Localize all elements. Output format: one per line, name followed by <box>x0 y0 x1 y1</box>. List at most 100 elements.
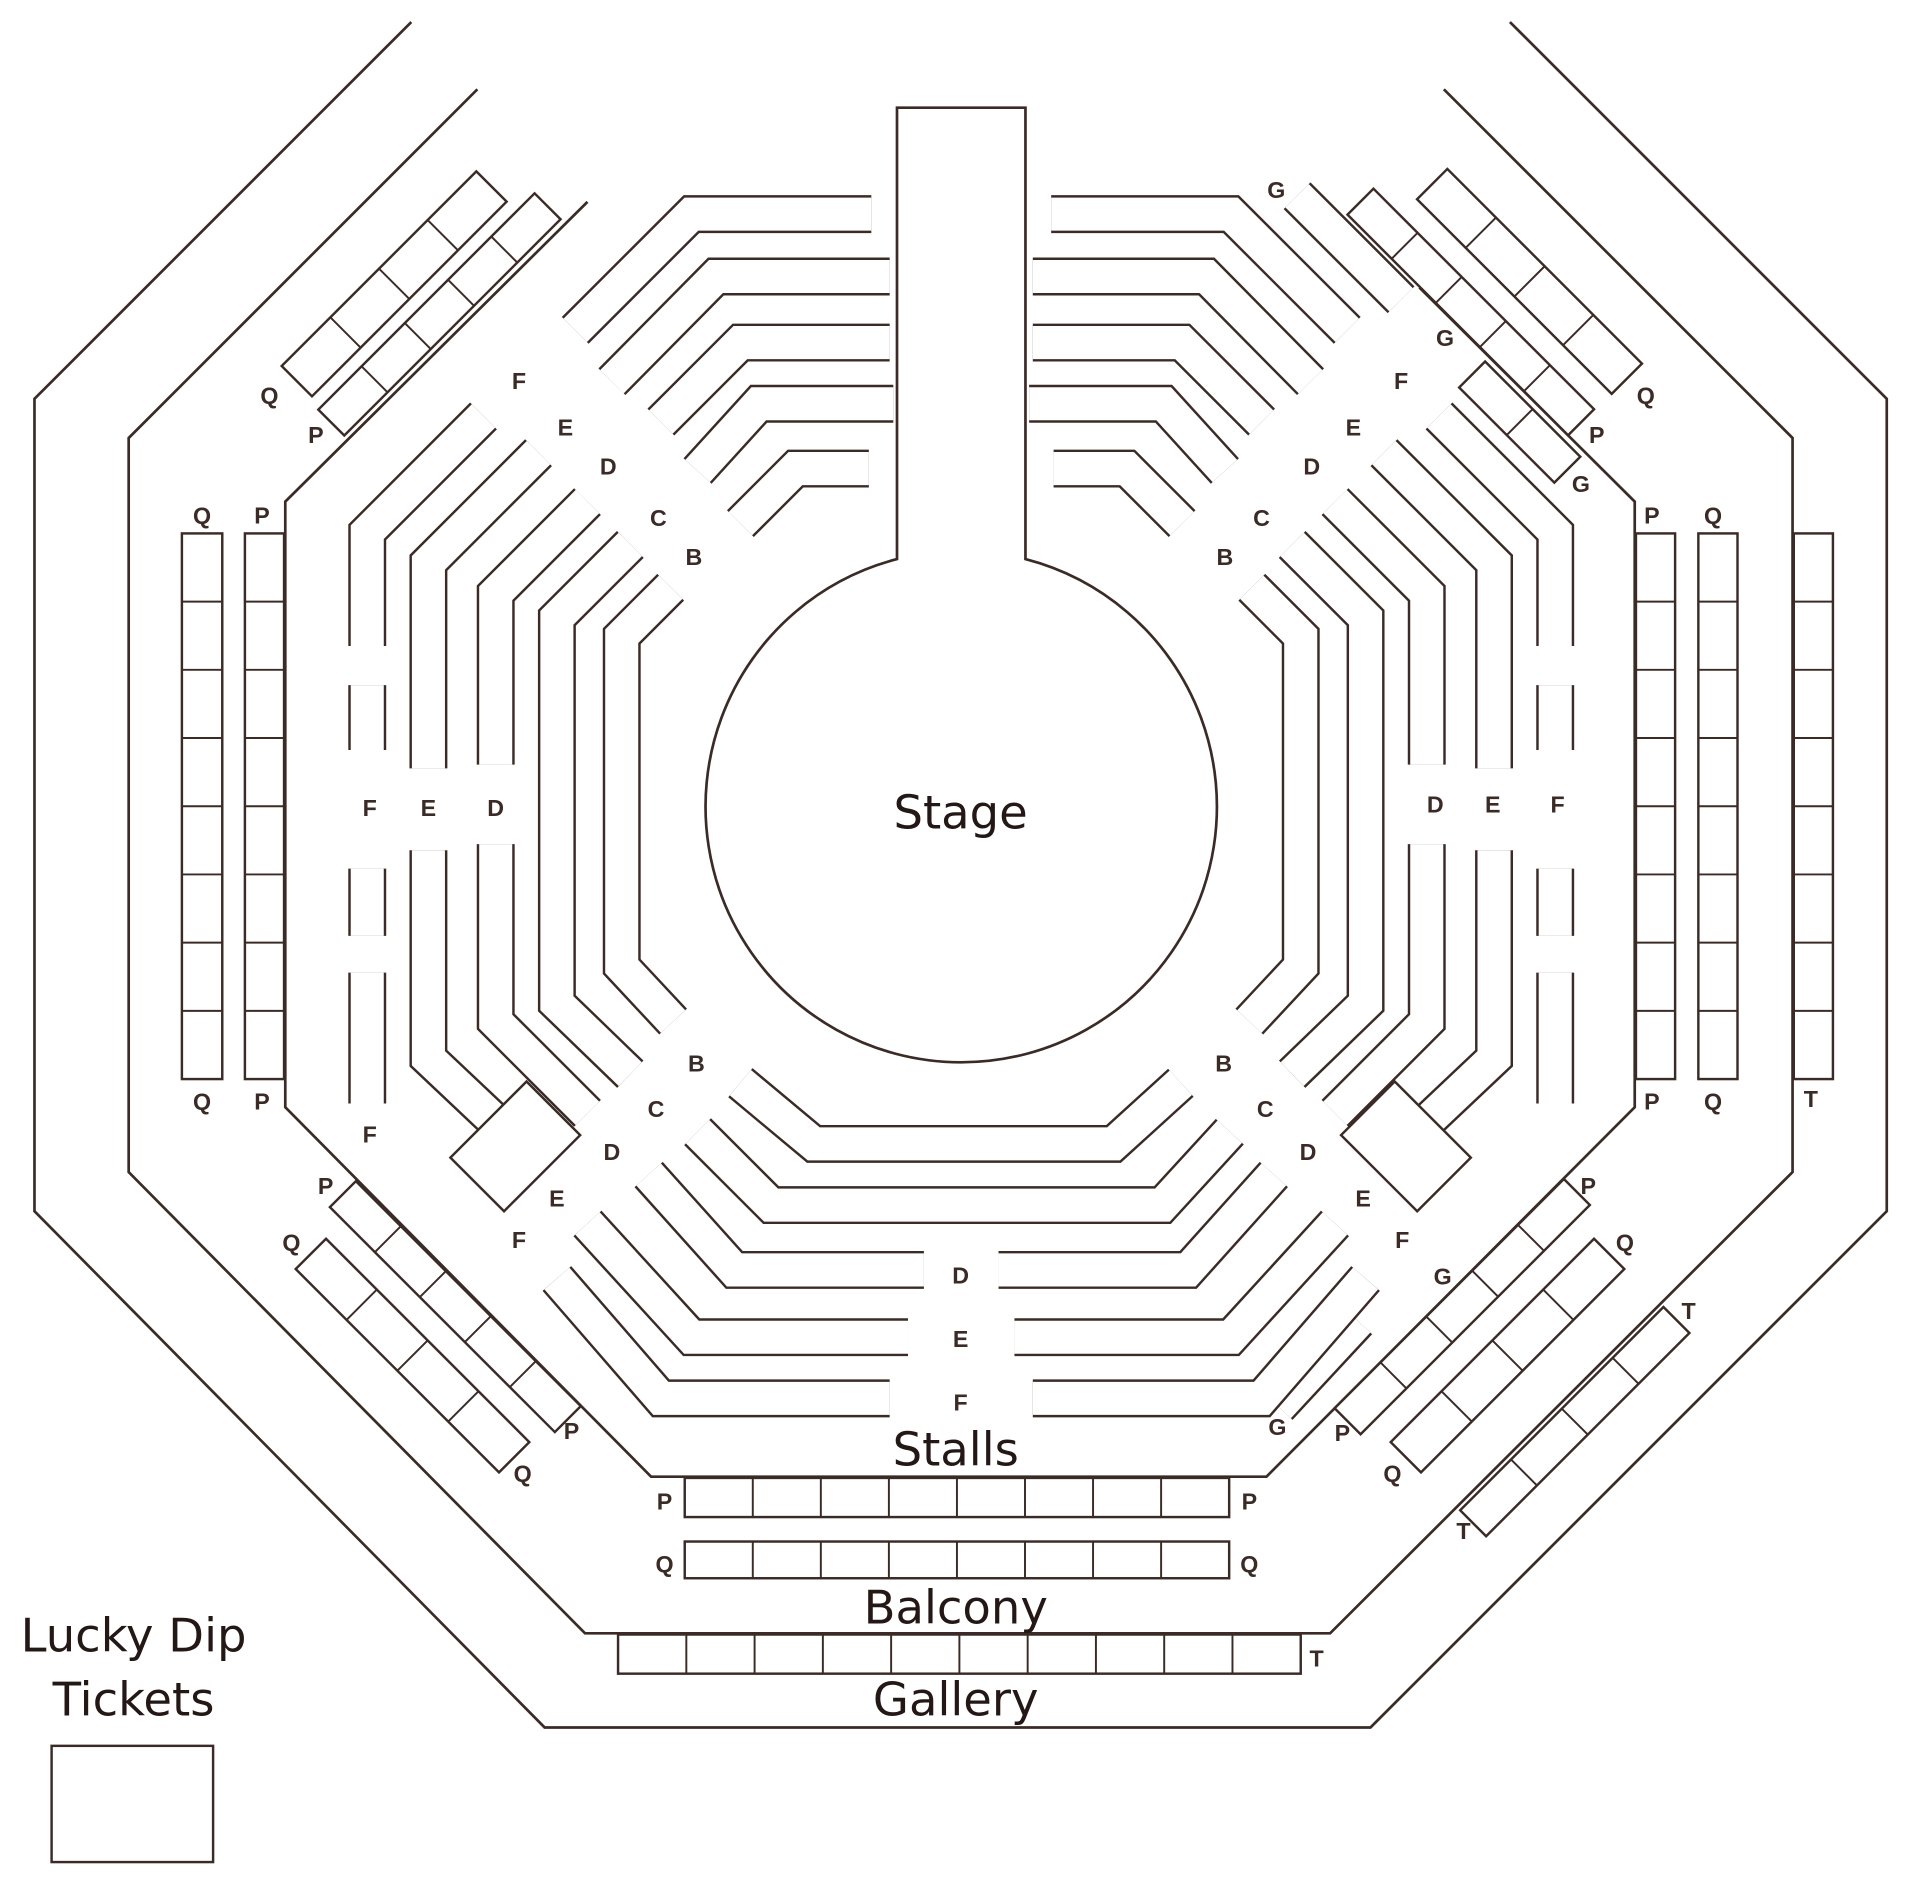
row-label-q: Q <box>1704 503 1722 529</box>
seat-block[interactable] <box>1339 1079 1473 1213</box>
row-label-p: P <box>1242 1489 1258 1515</box>
row-label-t: T <box>1804 1086 1818 1112</box>
seat-divider <box>1471 1270 1499 1298</box>
row-label-t: T <box>1310 1645 1324 1671</box>
seat-block[interactable] <box>448 1079 582 1213</box>
seat-row[interactable] <box>563 197 872 343</box>
row-label-q: Q <box>193 1089 211 1115</box>
seat-row[interactable] <box>685 1120 1242 1222</box>
seat-block[interactable] <box>328 1179 583 1434</box>
seat-divider <box>1542 1288 1575 1321</box>
seat-block[interactable] <box>1388 1237 1627 1475</box>
seat-divider <box>396 1339 429 1372</box>
seat-row[interactable] <box>685 387 894 483</box>
row-label-e: E <box>1346 415 1362 441</box>
seat-row[interactable] <box>479 489 600 765</box>
row-label-q: Q <box>1240 1551 1258 1577</box>
seat-divider <box>378 268 410 300</box>
seat-row[interactable] <box>729 1070 1192 1161</box>
seat-row[interactable] <box>636 1163 924 1287</box>
seat-row[interactable] <box>1372 440 1511 769</box>
seat-block[interactable] <box>1697 532 1739 1081</box>
seat-divider <box>1425 1315 1453 1344</box>
seat-row[interactable] <box>1051 197 1359 343</box>
seat-block[interactable] <box>1332 1177 1592 1436</box>
row-label-e: E <box>558 415 574 441</box>
stage-outline <box>704 106 1219 1064</box>
seat-row[interactable] <box>1014 1212 1348 1354</box>
seat-block[interactable] <box>683 1476 1231 1519</box>
seat-row[interactable] <box>1032 1267 1379 1415</box>
row-label-f: F <box>512 368 526 394</box>
seat-divider <box>464 1315 492 1343</box>
seat-block[interactable] <box>279 169 509 399</box>
row-label-e: E <box>953 1326 969 1352</box>
row-label-c: C <box>1257 1096 1274 1122</box>
seat-row[interactable] <box>1280 532 1383 1087</box>
seat-divider <box>419 1270 447 1298</box>
seat-row[interactable] <box>1323 489 1444 765</box>
row-label-d: D <box>600 454 617 480</box>
seat-row[interactable] <box>1053 452 1194 536</box>
row-label-p: P <box>318 1173 334 1199</box>
seat-divider <box>360 365 389 393</box>
seat-row[interactable] <box>998 1163 1287 1287</box>
seat-row[interactable] <box>575 1212 909 1354</box>
tickets-label: Tickets <box>52 1672 215 1726</box>
seat-block[interactable] <box>1792 532 1835 1081</box>
gallery-label: Gallery <box>873 1672 1039 1726</box>
seat-row[interactable] <box>411 440 551 769</box>
row-label-c: C <box>650 505 667 531</box>
row-label-p: P <box>1644 1089 1660 1115</box>
seat-block[interactable] <box>180 532 224 1081</box>
seat-divider <box>1435 276 1463 304</box>
seat-block[interactable] <box>1345 186 1596 437</box>
seat-row[interactable] <box>1032 326 1274 434</box>
seat-row[interactable] <box>544 1267 890 1415</box>
seat-row[interactable] <box>1237 575 1318 1033</box>
row-label-d: D <box>1427 791 1444 817</box>
seat-row[interactable] <box>605 575 686 1033</box>
row-label-g: G <box>1436 325 1454 351</box>
seat-row[interactable] <box>1285 184 1413 312</box>
row-label-e: E <box>549 1185 565 1211</box>
row-label-d: D <box>487 795 504 821</box>
seat-divider <box>1561 1407 1589 1436</box>
row-label-q: Q <box>282 1229 300 1255</box>
seat-block-outline <box>328 1179 583 1434</box>
seat-row[interactable] <box>1266 1310 1371 1419</box>
seat-row[interactable] <box>1029 387 1238 483</box>
seat-row[interactable] <box>540 532 642 1087</box>
seat-block[interactable] <box>243 532 286 1081</box>
row-label-q: Q <box>1383 1461 1401 1487</box>
seat-block[interactable] <box>1634 532 1677 1081</box>
seat-block[interactable] <box>1458 1305 1692 1538</box>
seat-divider <box>374 1225 402 1253</box>
seat-divider <box>1465 216 1497 249</box>
row-label-b: B <box>686 544 703 570</box>
seat-blocks <box>180 167 1835 1675</box>
seat-divider <box>329 316 362 349</box>
seat-row[interactable] <box>350 404 496 646</box>
stalls-label: Stalls <box>893 1423 1019 1477</box>
seat-block[interactable] <box>616 1633 1302 1675</box>
seat-block-outline <box>1339 1079 1473 1213</box>
seat-block[interactable] <box>293 1237 532 1475</box>
seat-row[interactable] <box>649 326 890 434</box>
seat-row[interactable] <box>728 452 869 536</box>
row-label-c: C <box>648 1096 665 1122</box>
seat-divider <box>1517 1224 1545 1252</box>
seat-row[interactable] <box>1032 259 1323 394</box>
seat-block[interactable] <box>316 191 563 438</box>
seat-row[interactable] <box>600 259 890 394</box>
seat-block[interactable] <box>1457 359 1583 485</box>
row-label-f: F <box>512 1227 526 1253</box>
seat-row[interactable] <box>479 844 600 1126</box>
seat-row[interactable] <box>1427 404 1572 646</box>
seat-block[interactable] <box>683 1540 1231 1580</box>
seat-row[interactable] <box>1323 844 1444 1126</box>
row-label-f: F <box>363 1122 377 1148</box>
row-label-p: P <box>308 422 324 448</box>
seat-block[interactable] <box>1415 167 1644 396</box>
